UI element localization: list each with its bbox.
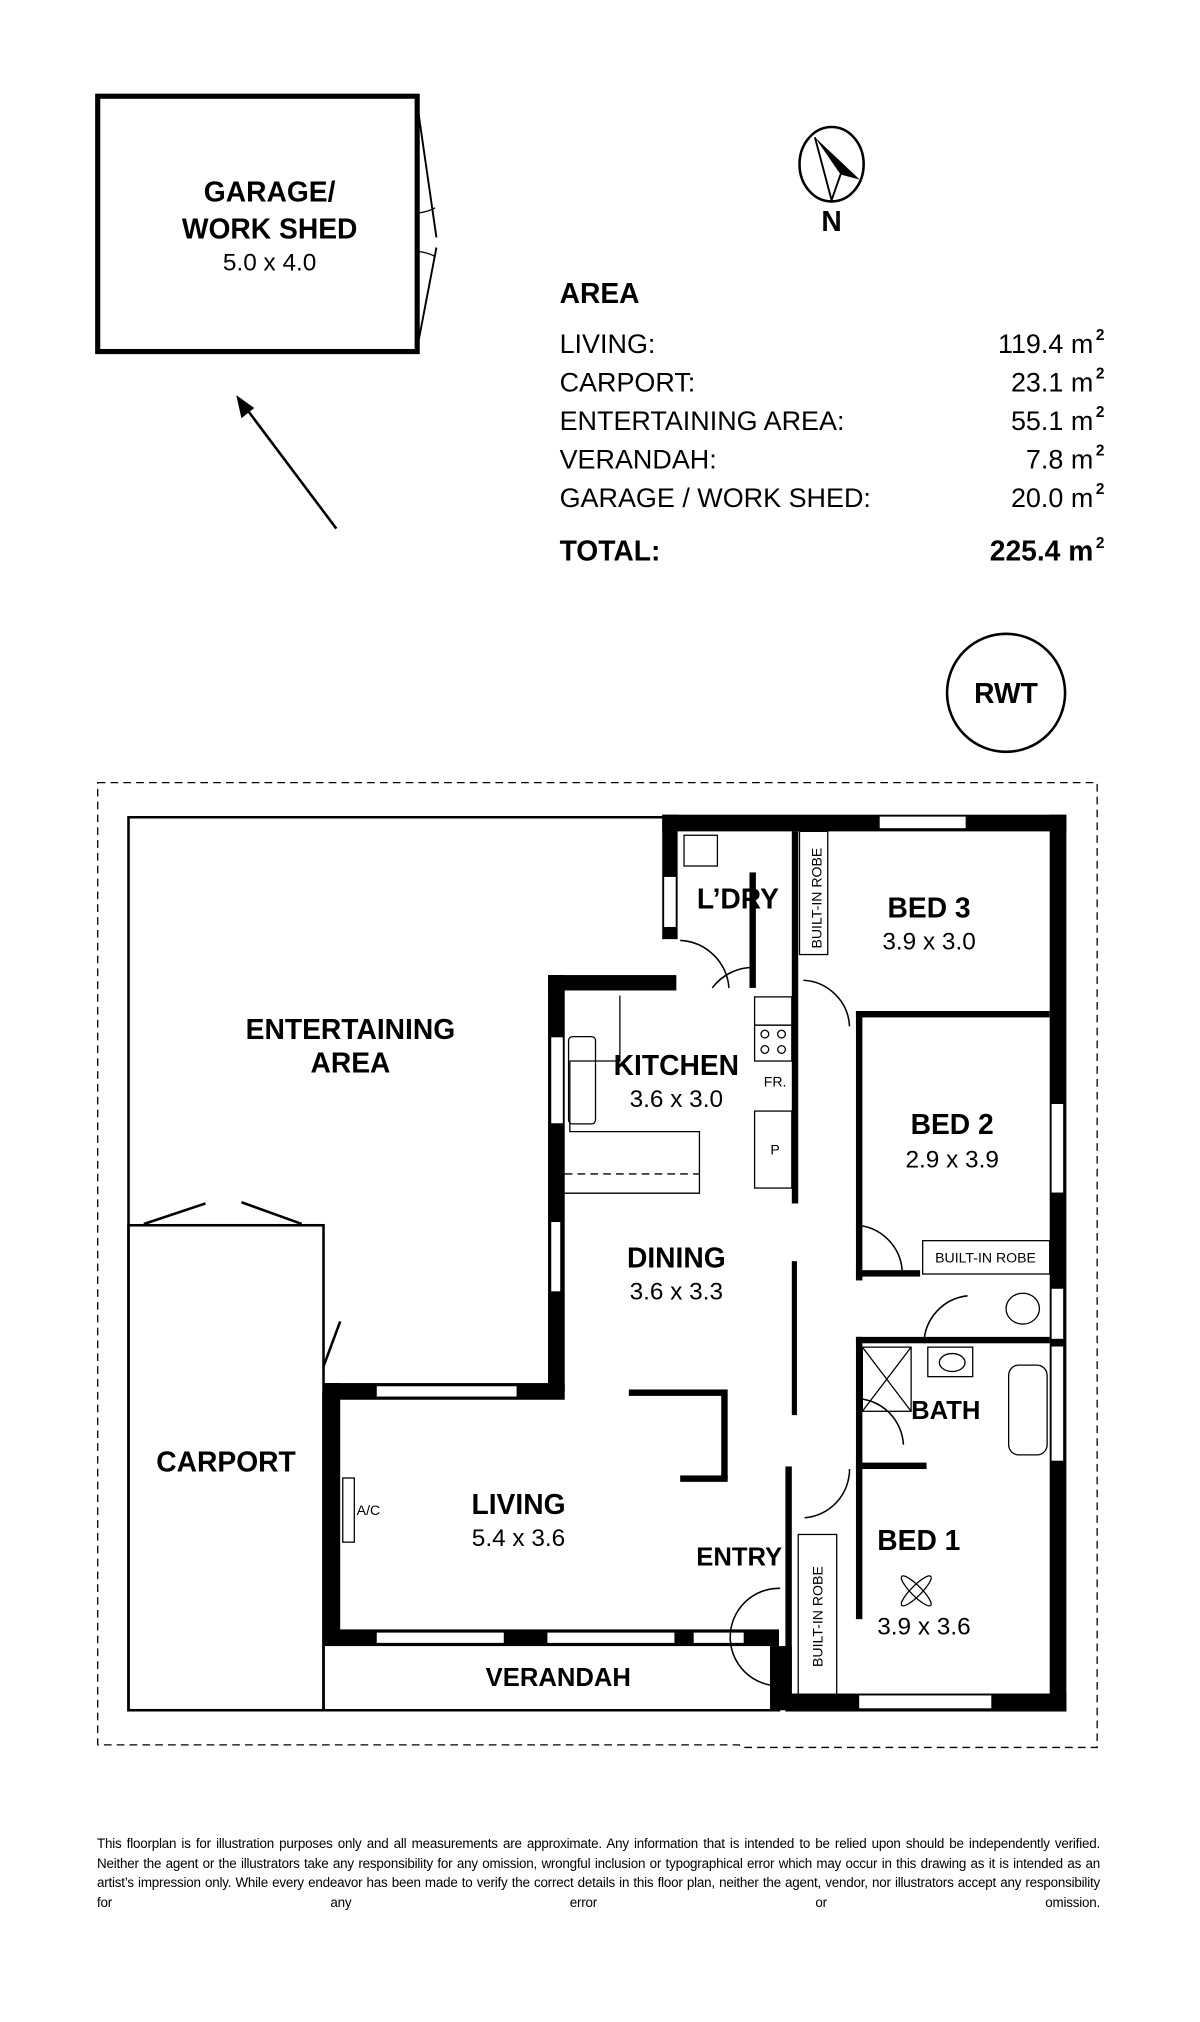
unit-superscript: 2 [1096,327,1105,344]
area-total-label: TOTAL: [560,535,661,567]
area-row-label: VERANDAH: [560,444,717,474]
unit-superscript: 2 [1096,535,1105,552]
garage-dims: 5.0 x 4.0 [223,250,316,277]
doors [680,939,968,1687]
area-row-value: 55.1 m [1011,406,1093,436]
basin-icon [938,1352,966,1373]
garage-label: GARAGE/ [204,175,336,207]
area-row-label: LIVING: [560,329,656,359]
fridge-label: FR. [764,1074,787,1090]
bed2-dims: 2.9 x 3.9 [905,1147,998,1174]
dining-dims: 3.6 x 3.3 [630,1279,723,1306]
ceiling-fan-icon [900,1575,932,1607]
shower-icon [861,1346,912,1412]
cooktop-icon [753,1024,793,1062]
unit-superscript: 2 [1096,365,1105,382]
toilet-icon [1005,1292,1041,1325]
unit-superscript: 2 [1096,481,1105,498]
disclaimer-text: This floorplan is for illustration purpo… [97,1836,1100,1910]
windows [375,815,1065,1710]
area-row-label: CARPORT: [560,367,696,397]
laundry-tub-icon [683,834,719,867]
living-label: LIVING [471,1488,565,1520]
north-label: N [821,205,841,237]
unit-superscript: 2 [1096,442,1105,459]
bed3-label: BED 3 [888,891,971,923]
bed1-label: BED 1 [877,1524,960,1556]
rwt-label: RWT [974,677,1038,709]
sink-icon [567,1036,597,1125]
garage-label-2: WORK SHED [182,213,358,245]
entertaining-label: ENTERTAINING [246,1013,456,1045]
entry-label: ENTRY [696,1543,782,1571]
living-dims: 5.4 x 3.6 [472,1525,565,1552]
robe-bed1-label: BUILT-IN ROBE [810,1566,826,1667]
rainwater-tank: RWT [945,632,1067,754]
carport-label: CARPORT [156,1446,296,1478]
north-arrow-icon: N [798,125,865,237]
robe-bed2-label: BUILT-IN ROBE [935,1249,1036,1265]
bed3-dims: 3.9 x 3.0 [882,928,975,955]
area-row-value: 23.1 m [1011,367,1093,397]
property-boundary [97,781,1098,1749]
garage-work-shed: GARAGE/ WORK SHED 5.0 x 4.0 [95,93,438,355]
area-heading: AREA [560,277,640,309]
bed2-label: BED 2 [911,1108,994,1140]
robe-bed3-label: BUILT-IN ROBE [808,848,824,949]
verandah-label: VERANDAH [486,1664,631,1692]
laundry-label: L’DRY [697,882,779,914]
pantry-label: P [770,1142,779,1158]
kitchen-fixtures [342,830,1051,1696]
kitchen-label: KITCHEN [614,1049,739,1081]
ac-unit-icon [342,1477,355,1543]
entertaining-label-2: AREA [310,1047,390,1079]
dining-label: DINING [627,1242,726,1274]
area-row-value: 7.8 m [1026,444,1093,474]
bathtub-icon [1007,1364,1048,1456]
area-row-label: ENTERTAINING AREA: [560,406,845,436]
area-row-value: 119.4 m [998,329,1093,359]
unit-superscript: 2 [1096,404,1105,421]
bed1-dims: 3.9 x 3.6 [877,1614,970,1641]
area-total-value: 225.4 m [990,535,1094,567]
direction-arrow-icon [236,395,338,530]
area-row-value: 20.0 m [1011,483,1093,513]
kitchen-dims: 3.6 x 3.0 [630,1086,723,1113]
room-labels: ENTERTAINING AREA CARPORT L’DRY KITCHEN … [156,848,1036,1692]
bath-label: BATH [911,1397,980,1425]
area-row-label: GARAGE / WORK SHED: [560,483,871,513]
ac-label: A/C [357,1502,381,1518]
